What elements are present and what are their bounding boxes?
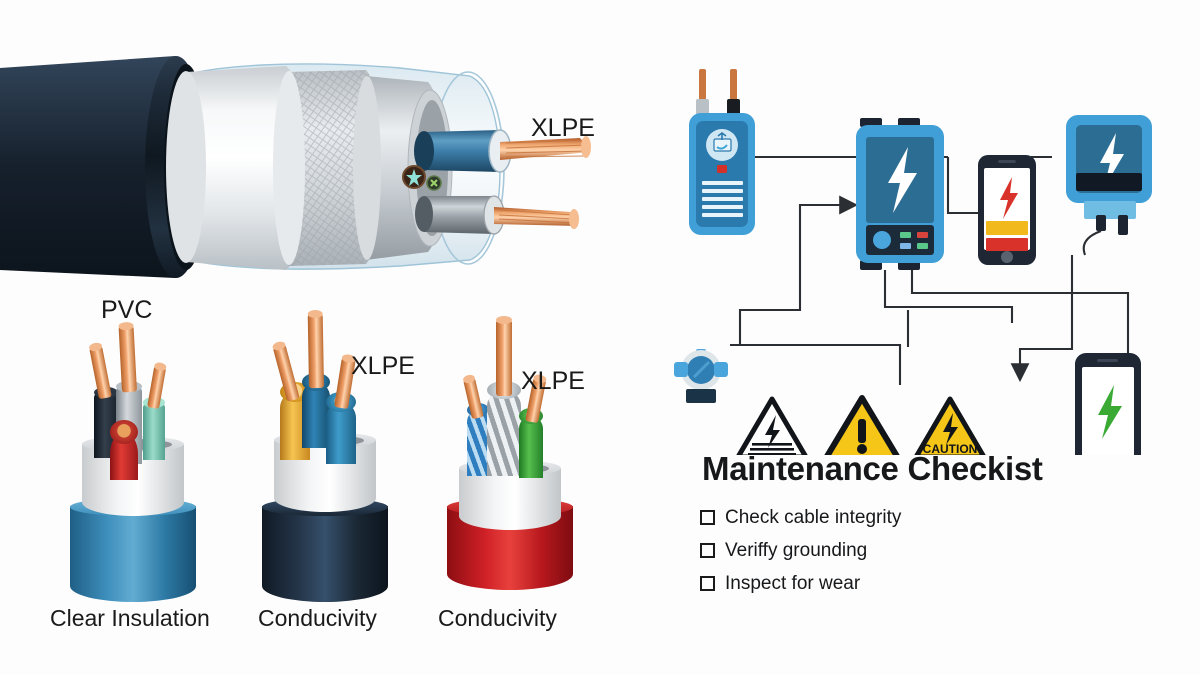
blue-conductor-core <box>414 129 591 173</box>
cable1-core-green <box>143 397 165 460</box>
checklist-title: Maintenance Checkist <box>702 450 1043 487</box>
cable3-bottom-label: Conducivity <box>438 605 557 631</box>
cable2-top-label: XLPE <box>351 352 415 380</box>
maintenance-checklist: Maintenance Checkist Check cable integri… <box>700 450 1170 604</box>
equipment-flow-diagram: CAUTION <box>660 55 1200 477</box>
main-cable-svg <box>0 56 591 278</box>
cable3-core-armoured <box>487 381 521 476</box>
cable1-core-red <box>110 420 138 480</box>
main-cable-xlpe-label: XLPE <box>531 114 595 142</box>
cable-sample-3 <box>425 316 595 618</box>
cable2-core-blue-2 <box>326 392 356 464</box>
connection-lines <box>730 147 1130 385</box>
caution-sign-text: CAUTION <box>923 442 978 455</box>
cable3-core-blue-striped <box>467 403 489 476</box>
checklist-item-2-label: Veriffy grounding <box>725 539 868 561</box>
cable2-conductor-2 <box>307 309 324 389</box>
cable1-bottom-label: Clear Insulation <box>50 605 210 631</box>
checklist-item-3[interactable]: Inspect for wear <box>700 572 1170 596</box>
high-voltage-sign-icon <box>735 396 809 460</box>
cable2-bottom-label: Conducivity <box>258 605 377 631</box>
cable1-conductor-1 <box>88 341 112 400</box>
cable-sample-2 <box>240 309 410 610</box>
cable1-top-label: PVC <box>101 296 153 324</box>
checkbox-icon[interactable] <box>700 575 715 591</box>
cable3-core-green <box>519 408 543 478</box>
diagram-svg: CAUTION <box>674 69 1152 477</box>
checklist-item-2[interactable]: Veriffy grounding <box>700 539 1170 563</box>
power-analyzer-device[interactable] <box>856 118 944 270</box>
grey-conductor-core <box>415 195 579 235</box>
main-cutaway-cable-illustration <box>0 20 640 290</box>
charging-smartphone-device[interactable] <box>978 155 1036 265</box>
inner-sheath-rim <box>353 76 381 260</box>
cable3-conductor-1 <box>462 373 484 420</box>
cable3-conductor-2 <box>496 316 512 396</box>
checklist-item-1-label: Check cable integrity <box>725 507 902 528</box>
caution-sign-icon: CAUTION <box>913 396 987 460</box>
checkbox-icon[interactable] <box>700 542 715 558</box>
checklist-item-1[interactable]: Check cable integrity <box>700 506 1170 530</box>
junction-valve-device[interactable] <box>674 349 728 403</box>
power-adapter-device[interactable] <box>1066 115 1152 256</box>
checklist-item-3-label: Inspect for wear <box>725 572 861 594</box>
cable2-outer-sheath <box>262 498 388 610</box>
cable3-top-label: XLPE <box>521 367 585 395</box>
bedding-rim <box>166 71 206 263</box>
checkbox-icon[interactable] <box>700 510 715 525</box>
cable-tester-device[interactable] <box>689 69 755 235</box>
verified-smartphone-device[interactable] <box>1075 353 1141 477</box>
cable2-conductor-1 <box>271 340 300 402</box>
cable1-conductor-2 <box>118 321 137 393</box>
general-warning-sign-icon <box>823 395 901 461</box>
cable-sample-1 <box>48 310 218 610</box>
filler-cores <box>402 165 442 191</box>
screen-rim <box>273 71 305 265</box>
